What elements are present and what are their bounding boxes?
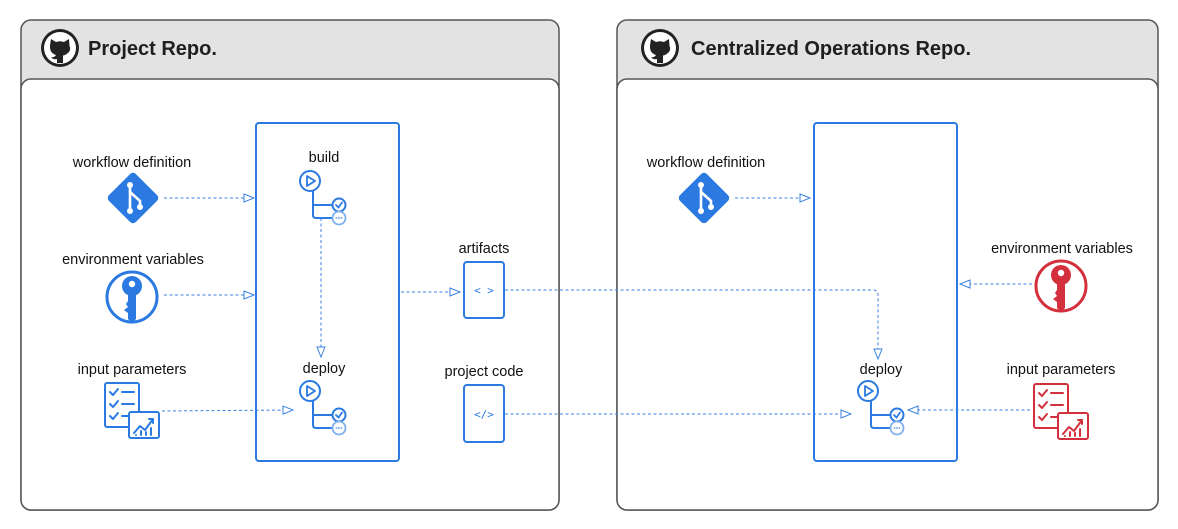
ops-repo-title: Centralized Operations Repo. (691, 38, 971, 60)
environment-variables-label: environment variables (62, 252, 204, 268)
ops-repo-panel: Centralized Operations Repo. workflow de… (616, 19, 1159, 511)
workflow-definition-label: workflow definition (72, 155, 191, 171)
project-code-file-icon (463, 384, 505, 443)
exchange-items: artifacts < > project code </> (445, 241, 524, 443)
artifacts-file-icon (463, 261, 505, 319)
github-icon (41, 29, 79, 67)
connector-artifacts-to-ops-deploy (505, 289, 878, 359)
flow-connectors (161, 198, 1032, 414)
github-icon (641, 29, 679, 67)
project-repo-title: Project Repo. (88, 38, 217, 60)
ops-environment-variables-label: environment variables (991, 241, 1133, 257)
project-code-label: project code (445, 364, 524, 380)
ops-deploy-job-label: deploy (860, 362, 903, 378)
build-job-label: build (309, 150, 340, 166)
project-code-glyph: </> (474, 408, 494, 421)
ops-workflow-box (813, 122, 958, 462)
ops-workflow-definition-label: workflow definition (646, 155, 765, 171)
project-repo-panel: Project Repo. workflow definition enviro… (20, 19, 560, 511)
artifacts-label: artifacts (459, 241, 510, 257)
project-workflow-box (255, 122, 400, 462)
artifacts-glyph: < > (474, 284, 494, 297)
ops-input-parameters-label: input parameters (1007, 362, 1116, 378)
deploy-job-label: deploy (303, 361, 346, 377)
input-parameters-label: input parameters (78, 362, 187, 378)
